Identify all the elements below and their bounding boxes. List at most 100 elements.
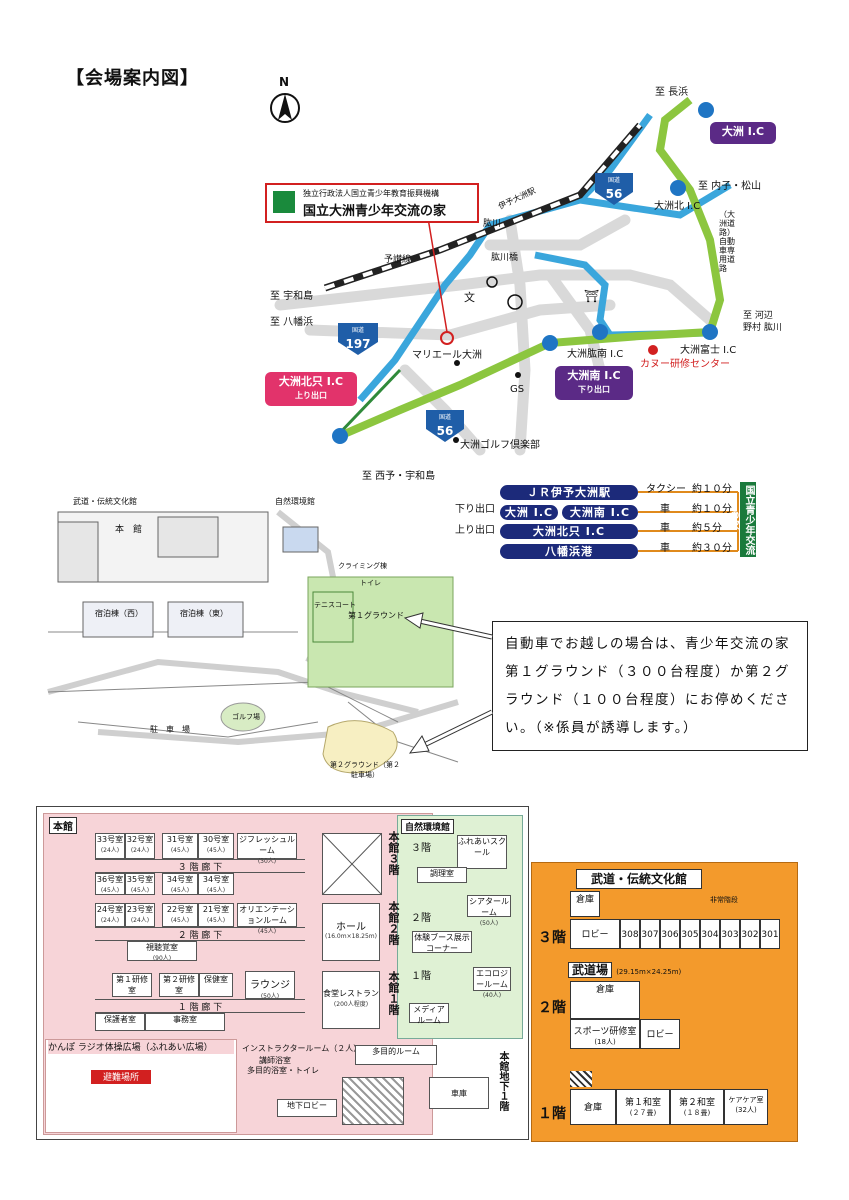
room-23-cap: (24人)	[130, 917, 150, 924]
ic-ozu-minami-sub: 下り出口	[578, 384, 610, 394]
budo-room-306: 306	[660, 919, 680, 949]
ic-ozu-kitatada-sub: 上り出口	[295, 390, 327, 400]
room-restaurant-name: 食堂レストラン	[323, 989, 379, 998]
site-label-tennis: テニスコート	[314, 601, 356, 609]
evac-label: 避難場所	[91, 1070, 151, 1084]
nature-ecology-name: エコロジールーム	[476, 969, 508, 989]
atrium-3f	[322, 833, 382, 895]
site-label-climbing: クライミング棟	[338, 562, 387, 570]
site-plan	[47, 509, 459, 774]
budo-room-304: 304	[700, 919, 720, 949]
label-to-seiyo: 至 西予・宇和島	[362, 471, 436, 482]
room-24-cap: (24人)	[100, 917, 120, 924]
floor-label-2f: 本館２階	[387, 901, 400, 945]
nature-fureai: ふれあいスクール	[457, 835, 507, 869]
room-21: 21号室(45人)	[198, 903, 234, 927]
room-21-name: 21号室	[202, 905, 230, 914]
access-place-ozu-minami: 大洲南 I.C	[562, 505, 638, 520]
parking-note: 自動車でお越しの場合は、青少年交流の家第１グラウンド（３００台程度）か第２グラウ…	[492, 621, 808, 751]
room-34a-name: 34号室	[166, 875, 194, 884]
room-36: 36号室(45人)	[95, 873, 125, 895]
label-golf: 大洲ゴルフ倶楽部	[460, 440, 540, 451]
room-34a: 34号室 (45人)	[162, 873, 198, 895]
svg-text:国道: 国道	[352, 326, 364, 334]
access-row3-mode: 車	[660, 523, 670, 534]
nature-cooking: 調理室	[417, 867, 467, 883]
room-refresh: ジフレッシュルーム (30人)	[237, 833, 297, 865]
room-32-cap: (24人)	[130, 847, 150, 854]
room-34a-cap: (45人)	[170, 887, 190, 894]
room-kenshu1: 第１研修室	[112, 973, 152, 997]
ic-ozu-minami: 大洲南 I.C 下り出口	[555, 366, 633, 400]
budo-hatched	[570, 1071, 592, 1087]
room-hall-name: ホール	[336, 922, 366, 933]
bsmt-hatched	[342, 1077, 404, 1125]
main-plan: 本館 自然環境館 33号室(24人) 32号室(24人) 31号室(45人) 3…	[36, 806, 529, 1140]
page-title: 【会場案内図】	[66, 68, 199, 89]
room-refresh-cap: (30人)	[257, 858, 277, 865]
bsmt-garage: 車庫	[429, 1077, 489, 1109]
room-hoken: 保健室	[199, 973, 233, 997]
bsmt-instructor: インストラクタールーム（２人）	[242, 1044, 362, 1053]
budo-room-302: 302	[740, 919, 760, 949]
budo-washitsu2: 第２和室(１８畳)	[670, 1089, 724, 1125]
institution-line2: 国立大洲青少年交流の家	[303, 204, 447, 219]
room-33-cap: (24人)	[100, 847, 120, 854]
budo-2f-storage: 倉庫	[570, 981, 640, 1019]
access-place-yawatahama: 八幡浜港	[500, 544, 638, 559]
room-33: 33号室 (24人)	[95, 833, 125, 859]
room-refresh-name: ジフレッシュルーム	[239, 835, 295, 855]
bsmt-multi: 多目的ルーム	[355, 1045, 437, 1065]
svg-text:国道: 国道	[439, 413, 451, 421]
budo-washitsu1-name: 第１和室	[624, 1098, 661, 1108]
budo-washitsu2-cap: (１８畳)	[683, 1109, 711, 1117]
room-lounge-name: ラウンジ	[250, 980, 290, 991]
site-label-golf: ゴルフ場	[232, 713, 260, 721]
bsmt-bath: 講師浴室	[259, 1056, 291, 1065]
room-24: 24号室(24人)	[95, 903, 125, 927]
corridor-1f: １ 階 廊 下	[95, 999, 305, 1013]
ic-ozu-label: 大洲 I.C	[721, 125, 765, 138]
budo-3f-lobby: ロビー	[570, 919, 620, 949]
label-to-kawabe: 至 河辺 野村 肱川	[743, 311, 782, 333]
room-staff: 保護者室	[95, 1013, 145, 1031]
svg-text:56: 56	[437, 424, 454, 438]
site-label-lodge-west: 宿泊棟（西）	[95, 609, 143, 618]
label-to-uchiko: 至 内子・松山	[698, 181, 762, 192]
nature-ecology-cap: (40人)	[482, 992, 502, 999]
budo-dojo: 武道場 (29.15m×24.25m)	[568, 961, 718, 979]
room-30-name: 30号室	[202, 835, 230, 844]
access-place-jr: ＪＲ伊予大洲駅	[500, 485, 638, 500]
room-kenshu2: 第２研修室	[159, 973, 199, 997]
site-label-main: 本 館	[115, 525, 143, 535]
nature-plan-title: 自然環境館	[401, 819, 455, 834]
room-orientation-name: オリエンテーションルーム	[239, 905, 295, 925]
nature-ecology: エコロジールーム (40人)	[473, 967, 511, 999]
room-31: 31号室(45人)	[162, 833, 198, 859]
budo-title: 武道・伝統文化館	[576, 869, 702, 889]
nature-f2-label: ２階	[411, 913, 431, 924]
budo-sports-cap: (18人)	[594, 1038, 616, 1046]
site-label-parking: 駐 車 場	[150, 725, 190, 734]
access-row3-note: 上り出口	[455, 525, 495, 536]
svg-text:197: 197	[345, 337, 370, 351]
room-34b-cap: (45人)	[206, 887, 226, 894]
access-row4-mode: 車	[660, 543, 670, 554]
road-map: 国道 国道 国道 56 197 56	[270, 93, 732, 456]
label-ozu-hijinan-ic: 大洲肱南 I.C	[567, 349, 624, 360]
bsmt-many: 多目的浴室・トイレ	[247, 1066, 319, 1075]
label-gs: GS	[510, 384, 525, 395]
budo-cafe: ケアケア室(32人)	[724, 1089, 768, 1125]
room-33-name: 33号室	[96, 835, 124, 844]
budo-3f-stairs: 非常階段	[710, 896, 738, 904]
budo-room-301: 301	[760, 919, 780, 949]
nature-theater-name: シアタールーム	[469, 897, 509, 917]
budo-sports: スポーツ研修室(18人)	[570, 1019, 640, 1049]
room-30: 30号室(45人)	[198, 833, 234, 859]
access-place-ozu-ic: 大洲 I.C	[500, 505, 558, 520]
room-32: 32号室(24人)	[125, 833, 155, 859]
budo-room-303: 303	[720, 919, 740, 949]
access-row3-time: 約５分	[692, 523, 722, 534]
radio-square: かんぽ ラジオ体操広場（ふれあい広場） 避難場所	[45, 1039, 237, 1133]
label-to-nagahama: 至 長浜	[655, 87, 689, 98]
